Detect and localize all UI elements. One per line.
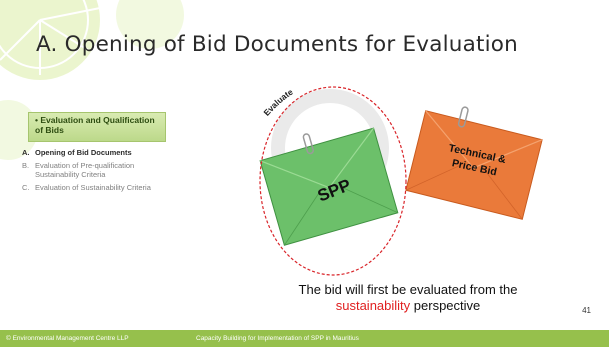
outline-letter: B.: [22, 161, 30, 170]
caption-after: perspective: [410, 298, 481, 313]
outline-text: Opening of Bid Documents: [35, 148, 132, 157]
evaluate-label: Evaluate: [261, 87, 294, 118]
outline-item-sustainability: C. Evaluation of Sustainability Criteria: [22, 183, 172, 192]
footer-left: © Environmental Management Centre LLP: [6, 335, 129, 342]
slide-title: A. Opening of Bid Documents for Evaluati…: [36, 32, 518, 57]
outline-letter: C.: [22, 183, 30, 192]
outline-text: Evaluation of Sustainability Criteria: [35, 183, 151, 192]
paperclip-icon: [302, 133, 314, 155]
caption-highlight: sustainability: [335, 298, 411, 313]
outline-letter: A.: [22, 148, 30, 157]
spp-envelope: [259, 127, 399, 246]
outline-item-prequalification: B. Evaluation of Pre-qualification Susta…: [22, 161, 172, 179]
evaluation-ellipse: [259, 86, 407, 276]
outline-text: Evaluation of Pre-qualification Sustaina…: [35, 161, 135, 179]
paperclip-icon: [457, 106, 469, 128]
footer-center: Capacity Building for Implementation of …: [196, 335, 359, 342]
technical-price-envelope: [405, 106, 543, 220]
footer-bar: © Environmental Management Centre LLP Ca…: [0, 330, 609, 347]
caption-line1: The bid will first be evaluated from the: [298, 282, 518, 297]
caption-line2: sustainability perspective: [240, 298, 576, 314]
section-box: • Evaluation and Qualification of Bids: [28, 112, 166, 142]
section-label: Evaluation and Qualification of Bids: [35, 115, 155, 135]
outline-list: A. Opening of Bid Documents B. Evaluatio…: [22, 148, 172, 196]
page-number: 41: [582, 306, 591, 315]
outline-item-opening: A. Opening of Bid Documents: [22, 148, 172, 157]
caption: The bid will first be evaluated from the…: [240, 282, 576, 314]
section-bullet: •: [35, 115, 38, 125]
